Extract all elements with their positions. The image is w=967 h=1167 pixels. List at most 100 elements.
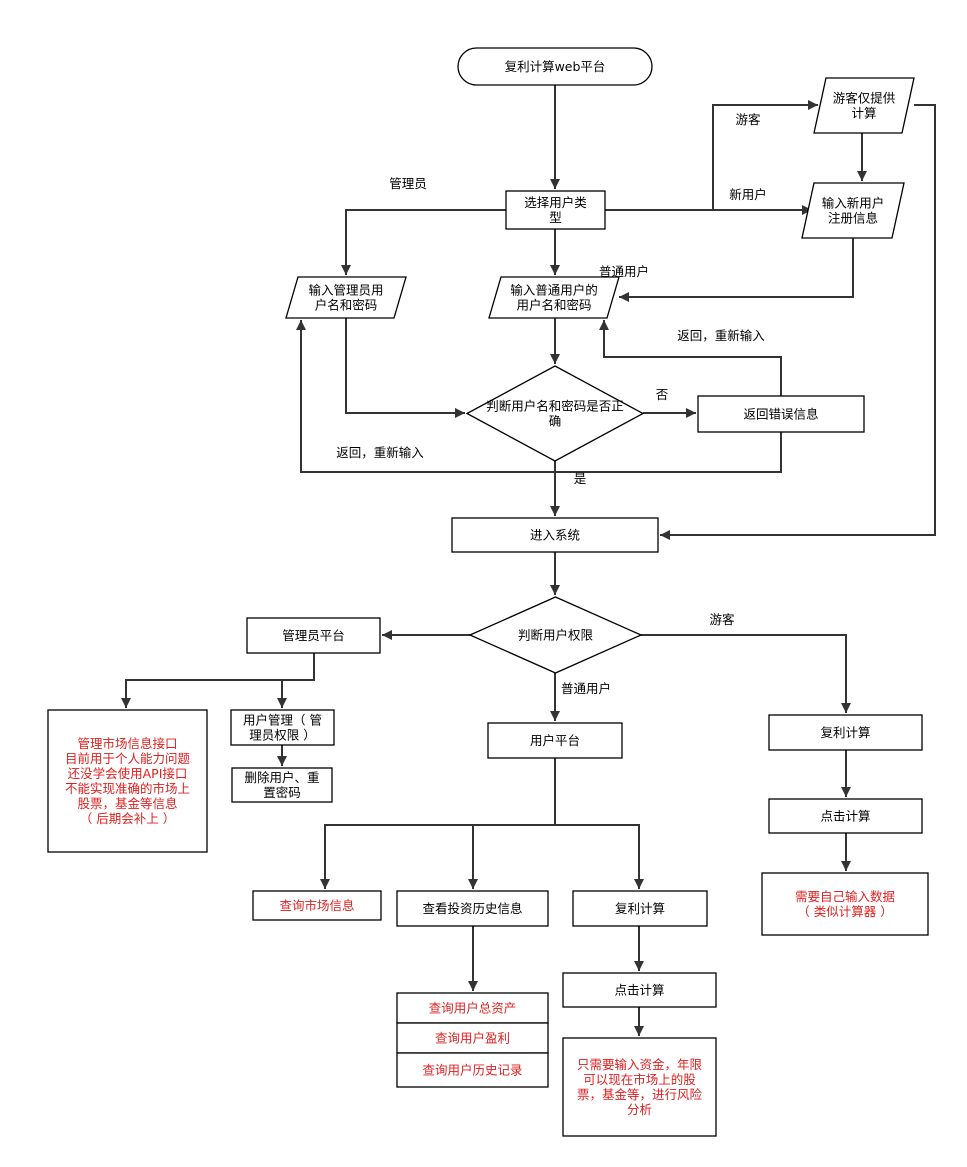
- node-text-line: 进入系统: [530, 528, 580, 543]
- edge-label-guest-top: 游客: [735, 112, 761, 127]
- connector-line: [605, 104, 818, 211]
- process-box: [451, 517, 659, 553]
- node-text-line: 查询用户总资产: [429, 1001, 517, 1016]
- process-box: [252, 890, 382, 921]
- process-box: [697, 395, 865, 433]
- node-total-assets: 查询用户总资产: [396, 992, 549, 1024]
- node-text-line: 游客仅提供: [833, 91, 896, 106]
- edge-label-normal-user-top: 普通用户: [599, 264, 649, 279]
- input-parallelogram: [285, 276, 407, 319]
- nodes: 复利计算web平台选择用户类型游客仅提供计算输入新用户注册信息输入管理员用户名和…: [47, 47, 929, 1137]
- process-box: [230, 709, 335, 746]
- process-box: [768, 798, 923, 834]
- node-error-info: 返回错误信息: [697, 395, 865, 433]
- arrow-head: [550, 354, 560, 364]
- node-text-line: 目前用于个人能力问题: [65, 751, 191, 766]
- node-start: 复利计算web平台: [457, 47, 653, 86]
- node-text-line: 输入普通用户的: [510, 283, 598, 298]
- node-guest-compound: 复利计算: [768, 714, 923, 751]
- arrow-head: [277, 698, 287, 708]
- node-admin-platform: 管理员平台: [246, 617, 381, 654]
- arrow-head: [634, 961, 644, 971]
- arrow-head: [686, 408, 696, 418]
- process-box: [562, 1037, 717, 1137]
- edge-label-normal-user-bottom: 普通用户: [561, 681, 611, 696]
- node-text-line: 理员权限 ）: [249, 728, 315, 743]
- node-text-line: 删除用户、重: [244, 770, 319, 785]
- edge-label-return-retry-left: 返回，重新输入: [336, 445, 424, 460]
- input-parallelogram: [488, 276, 620, 319]
- arrow-head: [634, 879, 644, 889]
- node-text-line: 点击计算: [820, 809, 870, 824]
- process-box: [246, 617, 381, 654]
- arrow-head: [841, 703, 851, 713]
- arrow-head: [599, 320, 609, 330]
- connector-line: [281, 679, 314, 708]
- edge-label-new-user: 新用户: [729, 187, 767, 202]
- arrow-head: [296, 320, 306, 330]
- node-query-market: 查询市场信息: [252, 890, 382, 921]
- arrow-head: [550, 585, 560, 595]
- arrow-head: [660, 530, 670, 540]
- arrow-head: [277, 756, 287, 766]
- process-box: [572, 890, 708, 927]
- node-text-line: 股票，基金等信息: [77, 796, 177, 811]
- node-text-line: 用户名和密码: [516, 298, 591, 313]
- edge-label-no: 否: [656, 387, 669, 402]
- arrow-head: [121, 698, 131, 708]
- arrow-head: [468, 981, 478, 991]
- node-text-line: 分析: [627, 1102, 652, 1117]
- node-guest-note: 需要自己输入数据（ 类似计算器 ）: [761, 872, 929, 936]
- node-text-line: 置密码: [263, 785, 301, 800]
- node-guest-click-calc: 点击计算: [768, 798, 923, 834]
- arrow-head: [841, 861, 851, 871]
- arrow-head: [841, 787, 851, 797]
- node-text-line: 复利计算: [820, 725, 870, 740]
- node-text-line: 还没学会使用API接口: [68, 766, 188, 781]
- process-box: [396, 1052, 549, 1088]
- process-box: [47, 709, 208, 853]
- edge-label-yes: 是: [574, 471, 587, 486]
- connector-line: [324, 758, 556, 889]
- connector-line: [345, 318, 465, 414]
- terminator-shape: [457, 47, 653, 86]
- node-text-line: 注册信息: [828, 211, 878, 226]
- node-text-line: 计算: [851, 106, 876, 121]
- decision-diamond: [468, 596, 643, 674]
- node-text-line: 判断用户权限: [518, 628, 594, 643]
- arrow-head: [468, 879, 478, 889]
- node-history-records: 查询用户历史记录: [396, 1052, 549, 1088]
- node-text-line: 不能实现准确的市场上: [65, 781, 190, 796]
- connectors: [121, 85, 936, 1036]
- arrow-head: [619, 292, 629, 302]
- node-text-line: 查询用户历史记录: [422, 1063, 522, 1078]
- node-text-line: 型: [549, 210, 562, 225]
- arrow-head: [550, 265, 560, 275]
- connector-line: [555, 824, 640, 889]
- arrow-head: [857, 171, 867, 181]
- process-box: [761, 872, 929, 936]
- node-text-line: 只需要输入资金，年限: [577, 1057, 703, 1072]
- node-user-click-calc: 点击计算: [562, 972, 717, 1008]
- arrow-head: [341, 265, 351, 275]
- connector-line: [603, 320, 782, 396]
- process-box: [231, 767, 333, 803]
- node-text-line: 选择用户类: [524, 195, 587, 210]
- arrow-head: [320, 879, 330, 889]
- arrow-head: [550, 506, 560, 516]
- node-text-line: 需要自己输入数据: [795, 889, 895, 904]
- input-parallelogram: [801, 182, 905, 239]
- node-user-platform: 用户平台: [487, 722, 623, 759]
- node-enter-system: 进入系统: [451, 517, 659, 553]
- arrow-head: [550, 711, 560, 721]
- process-box: [487, 722, 623, 759]
